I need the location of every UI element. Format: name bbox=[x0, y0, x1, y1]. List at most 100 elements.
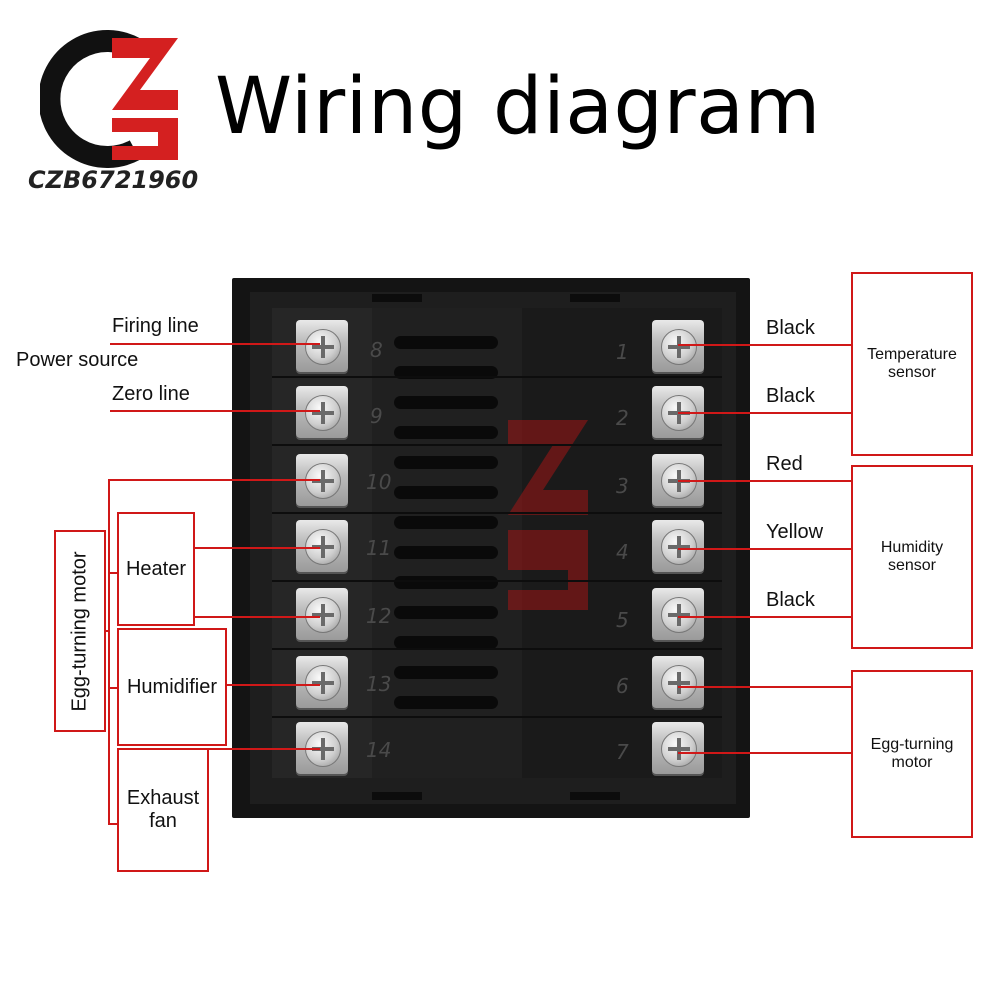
vent-slot bbox=[394, 546, 498, 559]
egg-turning-motor-box-right: Egg-turning motor bbox=[851, 670, 973, 838]
humidity-sensor-box: Humidity sensor bbox=[851, 465, 973, 649]
terminal-1 bbox=[652, 320, 704, 372]
egg-turning-motor-box-left: Egg-turning motor bbox=[54, 530, 106, 732]
zero-line-label: Zero line bbox=[112, 383, 190, 405]
terminal-11 bbox=[296, 520, 348, 572]
humidifier-label: Humidifier bbox=[126, 675, 218, 698]
screw-icon bbox=[305, 329, 341, 365]
vent-slot bbox=[394, 576, 498, 589]
wire-terminal-10 bbox=[108, 479, 320, 481]
vent-slot bbox=[394, 636, 498, 649]
terminal-number: 2 bbox=[616, 406, 629, 430]
terminal-7 bbox=[652, 722, 704, 774]
screw-icon bbox=[661, 731, 697, 767]
terminal-12 bbox=[296, 588, 348, 640]
heater-label: Heater bbox=[125, 557, 187, 580]
screw-icon bbox=[305, 665, 341, 701]
terminal-number: 7 bbox=[616, 740, 629, 764]
power-source-label: Power source bbox=[16, 349, 139, 371]
terminal-number: 13 bbox=[366, 672, 392, 696]
wire-zero-line bbox=[110, 410, 320, 412]
wire-terminal-2 bbox=[678, 412, 852, 414]
vent-slot bbox=[394, 336, 498, 349]
terminal-9 bbox=[296, 386, 348, 438]
screw-icon bbox=[305, 463, 341, 499]
terminal-number: 6 bbox=[616, 674, 629, 698]
screw-icon bbox=[661, 665, 697, 701]
screw-icon bbox=[305, 395, 341, 431]
terminal-number: 1 bbox=[616, 340, 629, 364]
vent-slot bbox=[394, 516, 498, 529]
row-divider bbox=[272, 376, 722, 378]
terminal-5 bbox=[652, 588, 704, 640]
terminal-10 bbox=[296, 454, 348, 506]
wire-egg-motor-link bbox=[103, 630, 110, 632]
terminal-number: 9 bbox=[370, 404, 383, 428]
row-divider bbox=[272, 716, 722, 718]
terminal-number: 12 bbox=[366, 604, 392, 628]
exhaust-fan-label: Exhaust fan bbox=[126, 787, 200, 832]
vent-slot bbox=[394, 366, 498, 379]
wire-humidifier-out bbox=[226, 684, 320, 686]
brand-logo bbox=[38, 28, 190, 168]
screw-icon bbox=[305, 597, 341, 633]
firing-line-label: Firing line bbox=[112, 315, 199, 337]
terminal-8 bbox=[296, 320, 348, 372]
wire-color-label: Black bbox=[766, 589, 815, 611]
vent-slot bbox=[394, 396, 498, 409]
terminal-number: 8 bbox=[370, 338, 383, 362]
temperature-sensor-box: Temperature sensor bbox=[851, 272, 973, 456]
bottom-clip-right bbox=[570, 792, 620, 800]
wire-heater-in bbox=[108, 572, 118, 574]
temperature-sensor-label: Temperature sensor bbox=[867, 346, 957, 381]
row-divider bbox=[272, 648, 722, 650]
wire-heater-ret bbox=[194, 616, 320, 618]
wire-color-label: Black bbox=[766, 385, 815, 407]
vent-slot bbox=[394, 666, 498, 679]
wire-exhaust-in bbox=[108, 823, 118, 825]
row-divider bbox=[272, 512, 722, 514]
heater-box: Heater bbox=[117, 512, 195, 626]
wire-terminal-5 bbox=[678, 616, 852, 618]
exhaust-fan-box: Exhaust fan bbox=[117, 748, 209, 872]
wire-terminal-7 bbox=[678, 752, 852, 754]
wire-color-label: Yellow bbox=[766, 521, 824, 543]
bottom-clip-left bbox=[372, 792, 422, 800]
vent-slot bbox=[394, 486, 498, 499]
vent-slot bbox=[394, 606, 498, 619]
wire-terminal-1 bbox=[678, 344, 852, 346]
terminal-number: 4 bbox=[616, 540, 629, 564]
terminal-4 bbox=[652, 520, 704, 572]
wire-color-label: Black bbox=[766, 317, 815, 339]
row-divider bbox=[272, 444, 722, 446]
vent-slot bbox=[394, 426, 498, 439]
wire-common-bus bbox=[108, 479, 110, 825]
wire-terminal-4 bbox=[678, 548, 852, 550]
terminal-number: 14 bbox=[366, 738, 392, 762]
screw-icon bbox=[661, 597, 697, 633]
page-title: Wiring diagram bbox=[215, 62, 821, 152]
top-clip-right bbox=[570, 294, 620, 302]
wire-terminal-3 bbox=[678, 480, 852, 482]
screw-icon bbox=[661, 329, 697, 365]
terminal-13 bbox=[296, 656, 348, 708]
humidity-sensor-label: Humidity sensor bbox=[880, 539, 944, 574]
terminal-number: 10 bbox=[366, 470, 392, 494]
terminal-number: 11 bbox=[366, 536, 392, 560]
vent-slot bbox=[394, 696, 498, 709]
vent-slot bbox=[394, 456, 498, 469]
brand-code: CZB6721960 bbox=[28, 166, 199, 194]
wire-humidifier-in bbox=[108, 687, 118, 689]
wire-color-label: Red bbox=[766, 453, 803, 475]
top-clip-left bbox=[372, 294, 422, 302]
humidifier-box: Humidifier bbox=[117, 628, 227, 746]
wire-terminal-6 bbox=[678, 686, 852, 688]
terminal-6 bbox=[652, 656, 704, 708]
screw-icon bbox=[661, 529, 697, 565]
wire-exhaust-out bbox=[208, 748, 320, 750]
terminal-number: 3 bbox=[616, 474, 629, 498]
terminal-number: 5 bbox=[616, 608, 629, 632]
wire-firing-line bbox=[110, 343, 320, 345]
egg-turning-motor-right-label: Egg-turning motor bbox=[870, 736, 954, 771]
egg-turning-motor-label: Egg-turning motor bbox=[68, 550, 91, 712]
